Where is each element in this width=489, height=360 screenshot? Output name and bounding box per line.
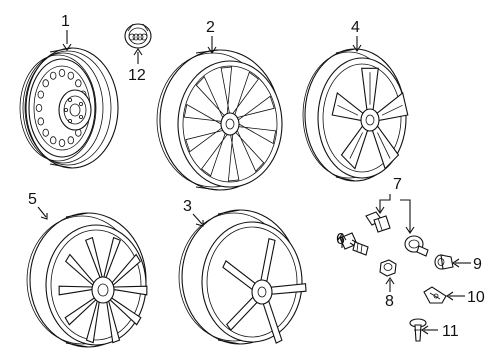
callout-5: 5	[28, 191, 37, 208]
callout-2: 2	[206, 19, 215, 36]
leader-3	[192, 213, 203, 225]
callout-3: 3	[183, 198, 192, 215]
steel-wheel-with-hubcap	[19, 47, 119, 169]
callout-7: 7	[393, 176, 402, 193]
arrow-4	[352, 44, 362, 52]
callout-10: 10	[467, 289, 485, 306]
leader-lines	[37, 30, 471, 335]
five-spoke-sport-wheel	[302, 48, 409, 182]
vent-hole	[50, 136, 57, 145]
vent-hole	[75, 79, 82, 88]
vent-hole	[58, 69, 66, 78]
valve-stem-cap	[434, 254, 454, 270]
vent-hole	[67, 71, 74, 80]
leader-5	[37, 206, 47, 218]
arrow-6	[337, 233, 347, 241]
arrow-3	[195, 220, 204, 227]
callout-11: 11	[442, 323, 459, 340]
arrow-7b	[405, 226, 415, 234]
vent-hole	[35, 104, 43, 113]
spoke-ridge	[337, 104, 359, 116]
leader-7	[379, 194, 411, 232]
vent-hole	[42, 128, 49, 137]
vent-hole	[37, 117, 44, 126]
callout-9: 9	[473, 256, 482, 273]
arrow-7a	[375, 206, 385, 214]
balance-weight-clip	[423, 286, 447, 304]
split-spoke-alloy-wheel	[26, 212, 148, 348]
five-spoke-alloy-wheel	[178, 209, 307, 345]
vent-hole	[37, 90, 44, 99]
callout-12: 12	[128, 67, 146, 84]
vent-hole	[58, 138, 66, 147]
lug-nut-cap	[379, 259, 397, 277]
vent-hole	[67, 136, 74, 145]
valve-stem	[409, 318, 427, 342]
arrow-2	[207, 46, 217, 54]
vent-hole	[42, 79, 49, 88]
arrow-5	[40, 213, 48, 220]
arrow-11	[421, 325, 429, 335]
arrow-1	[62, 43, 72, 51]
callout-6: 6	[336, 231, 345, 248]
spoke-ridge	[349, 132, 363, 159]
arrow-9	[452, 258, 460, 268]
callout-1: 1	[61, 13, 70, 30]
arrow-8	[385, 277, 395, 285]
arrow-12	[133, 48, 143, 56]
arrow-10	[446, 291, 454, 301]
vent-hole	[50, 71, 57, 80]
callout-4: 4	[351, 19, 360, 36]
center-cap-emblem	[124, 23, 152, 49]
callout-8: 8	[385, 293, 394, 310]
spoke-ridge	[381, 104, 403, 116]
callout-labels: 1 2 3 4 5 6 7 8 9 10 11 12	[28, 13, 485, 340]
tpms-valve-sensor	[365, 211, 429, 257]
spoke-ridge	[377, 132, 391, 159]
multi-spoke-alloy-wheel	[156, 49, 283, 191]
